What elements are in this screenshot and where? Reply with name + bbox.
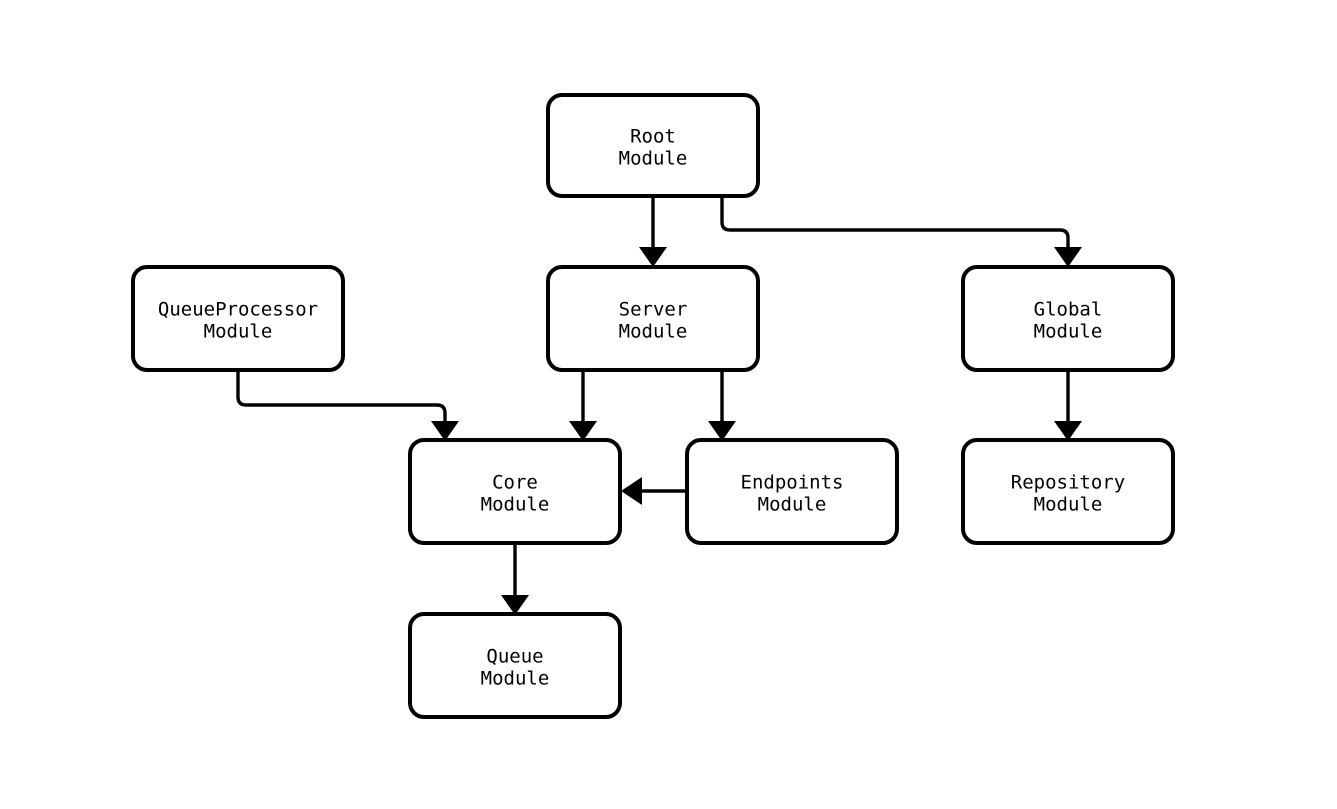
endpoints-module-label-line2: Module	[758, 494, 827, 516]
queue-module-node[interactable]: Queue Module	[408, 612, 622, 719]
queueprocessor-module-label-line2: Module	[204, 321, 273, 343]
core-module-label-line2: Module	[481, 494, 550, 516]
edge-root-to-global-arrowhead	[1054, 247, 1082, 267]
endpoints-module-label-line1: Endpoints	[741, 472, 844, 494]
global-module-label-line1: Global	[1034, 299, 1103, 321]
queue-module-box[interactable]	[408, 612, 622, 719]
queueprocessor-module-label-line1: QueueProcessor	[158, 299, 318, 321]
queue-module-label-line1: Queue	[486, 646, 543, 668]
repository-module-label-line1: Repository	[1011, 472, 1125, 494]
repository-module-label-line2: Module	[1034, 494, 1103, 516]
root-module-box[interactable]	[546, 93, 760, 198]
edge-root-to-global-line	[720, 196, 1070, 250]
core-module-box[interactable]	[408, 438, 622, 545]
core-module-node[interactable]: Core Module	[408, 438, 622, 545]
root-module-label-line2: Module	[619, 148, 688, 170]
repository-module-node[interactable]: Repository Module	[961, 438, 1175, 545]
edge-queueprocessor-to-core	[236, 370, 459, 441]
root-module-node[interactable]: Root Module	[546, 93, 760, 198]
server-module-label-line2: Module	[619, 321, 688, 343]
root-module-label-line1: Root	[630, 126, 676, 148]
server-module-label-line1: Server	[619, 299, 688, 321]
edge-server-to-endpoints	[708, 370, 736, 441]
edge-core-to-queue-arrowhead	[501, 595, 529, 615]
edge-endpoints-to-core-arrowhead	[621, 477, 642, 505]
edge-core-to-queue	[501, 543, 529, 615]
endpoints-module-box[interactable]	[685, 438, 899, 545]
server-module-box[interactable]	[546, 265, 760, 372]
core-module-label-line1: Core	[492, 472, 538, 494]
global-module-box[interactable]	[961, 265, 1175, 372]
edge-root-to-global	[720, 196, 1082, 267]
global-module-label-line2: Module	[1034, 321, 1103, 343]
queueprocessor-module-box[interactable]	[131, 265, 345, 372]
edge-queueprocessor-to-core-arrowhead	[431, 421, 459, 441]
edge-root-to-server	[639, 196, 667, 267]
queue-module-label-line2: Module	[481, 668, 550, 690]
edge-server-to-core-arrowhead	[569, 421, 597, 441]
edge-queueprocessor-to-core-line	[236, 370, 447, 424]
global-module-node[interactable]: Global Module	[961, 265, 1175, 372]
edge-server-to-core	[569, 370, 597, 441]
edge-global-to-repository-arrowhead	[1054, 421, 1082, 441]
node-layer: Root Module QueueProcessor Module Server…	[131, 93, 1175, 719]
edge-layer	[236, 196, 1082, 615]
queueprocessor-module-node[interactable]: QueueProcessor Module	[131, 265, 345, 372]
edge-global-to-repository	[1054, 370, 1082, 441]
endpoints-module-node[interactable]: Endpoints Module	[685, 438, 899, 545]
edge-endpoints-to-core	[621, 477, 687, 505]
edge-server-to-endpoints-arrowhead	[708, 421, 736, 441]
edge-root-to-server-arrowhead	[639, 247, 667, 267]
repository-module-box[interactable]	[961, 438, 1175, 545]
server-module-node[interactable]: Server Module	[546, 265, 760, 372]
